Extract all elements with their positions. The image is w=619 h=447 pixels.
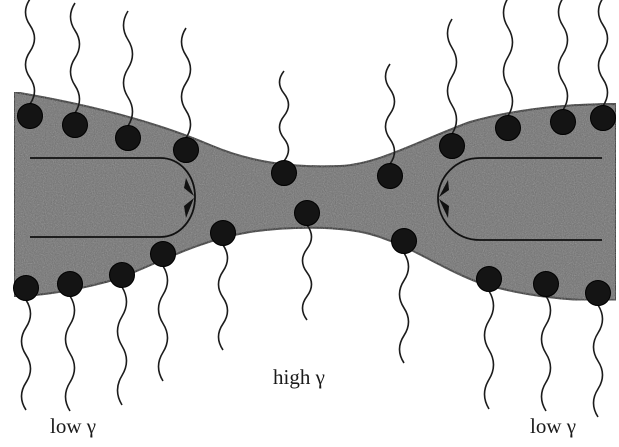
surfactant-tail <box>448 19 457 134</box>
surfactant-molecule <box>18 0 43 129</box>
surfactant-tail <box>280 71 289 161</box>
surfactant-molecule <box>211 221 236 351</box>
surfactant-head <box>272 161 297 186</box>
surfactant-molecule <box>591 0 616 131</box>
surfactant-tail <box>303 225 312 320</box>
surfactant-molecule <box>496 0 521 141</box>
low-tension-label-right: low γ <box>530 416 576 437</box>
surfactant-tail <box>400 253 409 363</box>
surfactant-tail <box>118 287 127 405</box>
high-tension-label: high γ <box>273 367 325 388</box>
surfactant-molecule <box>392 229 417 364</box>
surfactant-molecule <box>534 272 559 412</box>
surfactant-tail <box>559 0 568 110</box>
surfactant-tail <box>594 305 603 417</box>
surfactant-molecule <box>272 71 297 186</box>
surfactant-molecule <box>14 276 39 411</box>
surfactant-molecule <box>551 0 576 135</box>
surfactant-molecule <box>586 281 611 418</box>
surfactant-head <box>211 221 236 246</box>
surfactant-head <box>496 116 521 141</box>
surfactant-head <box>551 110 576 135</box>
surfactant-molecule <box>151 242 176 382</box>
surfactant-tail <box>66 296 75 411</box>
surfactant-tail <box>599 0 608 106</box>
surfactant-head <box>63 113 88 138</box>
surfactant-tail <box>485 291 494 409</box>
surfactant-tail <box>124 11 133 126</box>
surfactant-tail <box>159 266 168 381</box>
surfactant-head <box>116 126 141 151</box>
liquid-film <box>14 92 616 300</box>
low-tension-label-left: low γ <box>50 416 96 437</box>
surfactant-tail <box>71 3 80 113</box>
surfactant-molecule <box>440 19 465 159</box>
surfactant-molecule <box>295 201 320 321</box>
surfactant-head <box>151 242 176 267</box>
surfactant-head <box>174 138 199 163</box>
surfactant-head <box>591 106 616 131</box>
surfactant-molecule <box>110 263 135 406</box>
surfactant-head <box>110 263 135 288</box>
surfactant-head <box>477 267 502 292</box>
surfactant-molecule <box>116 11 141 151</box>
surfactant-head <box>440 134 465 159</box>
surfactant-molecule <box>58 272 83 412</box>
surfactant-tail <box>26 0 35 104</box>
surfactant-molecule <box>63 3 88 138</box>
surfactant-tail <box>182 28 191 138</box>
surfactant-head <box>534 272 559 297</box>
surfactant-head <box>58 272 83 297</box>
surfactant-molecule <box>378 64 403 189</box>
surfactant-tail <box>386 64 395 164</box>
surfactant-head <box>586 281 611 306</box>
surfactant-tail <box>542 296 551 411</box>
surfactant-molecule <box>477 267 502 410</box>
surfactant-head <box>392 229 417 254</box>
surfactant-tail <box>219 245 228 350</box>
surfactant-tail <box>22 300 31 410</box>
surfactant-head <box>18 104 43 129</box>
surfactant-head <box>295 201 320 226</box>
surfactant-head <box>14 276 39 301</box>
surfactant-tail <box>504 0 513 116</box>
surfactant-molecule <box>174 28 199 163</box>
surfactant-head <box>378 164 403 189</box>
